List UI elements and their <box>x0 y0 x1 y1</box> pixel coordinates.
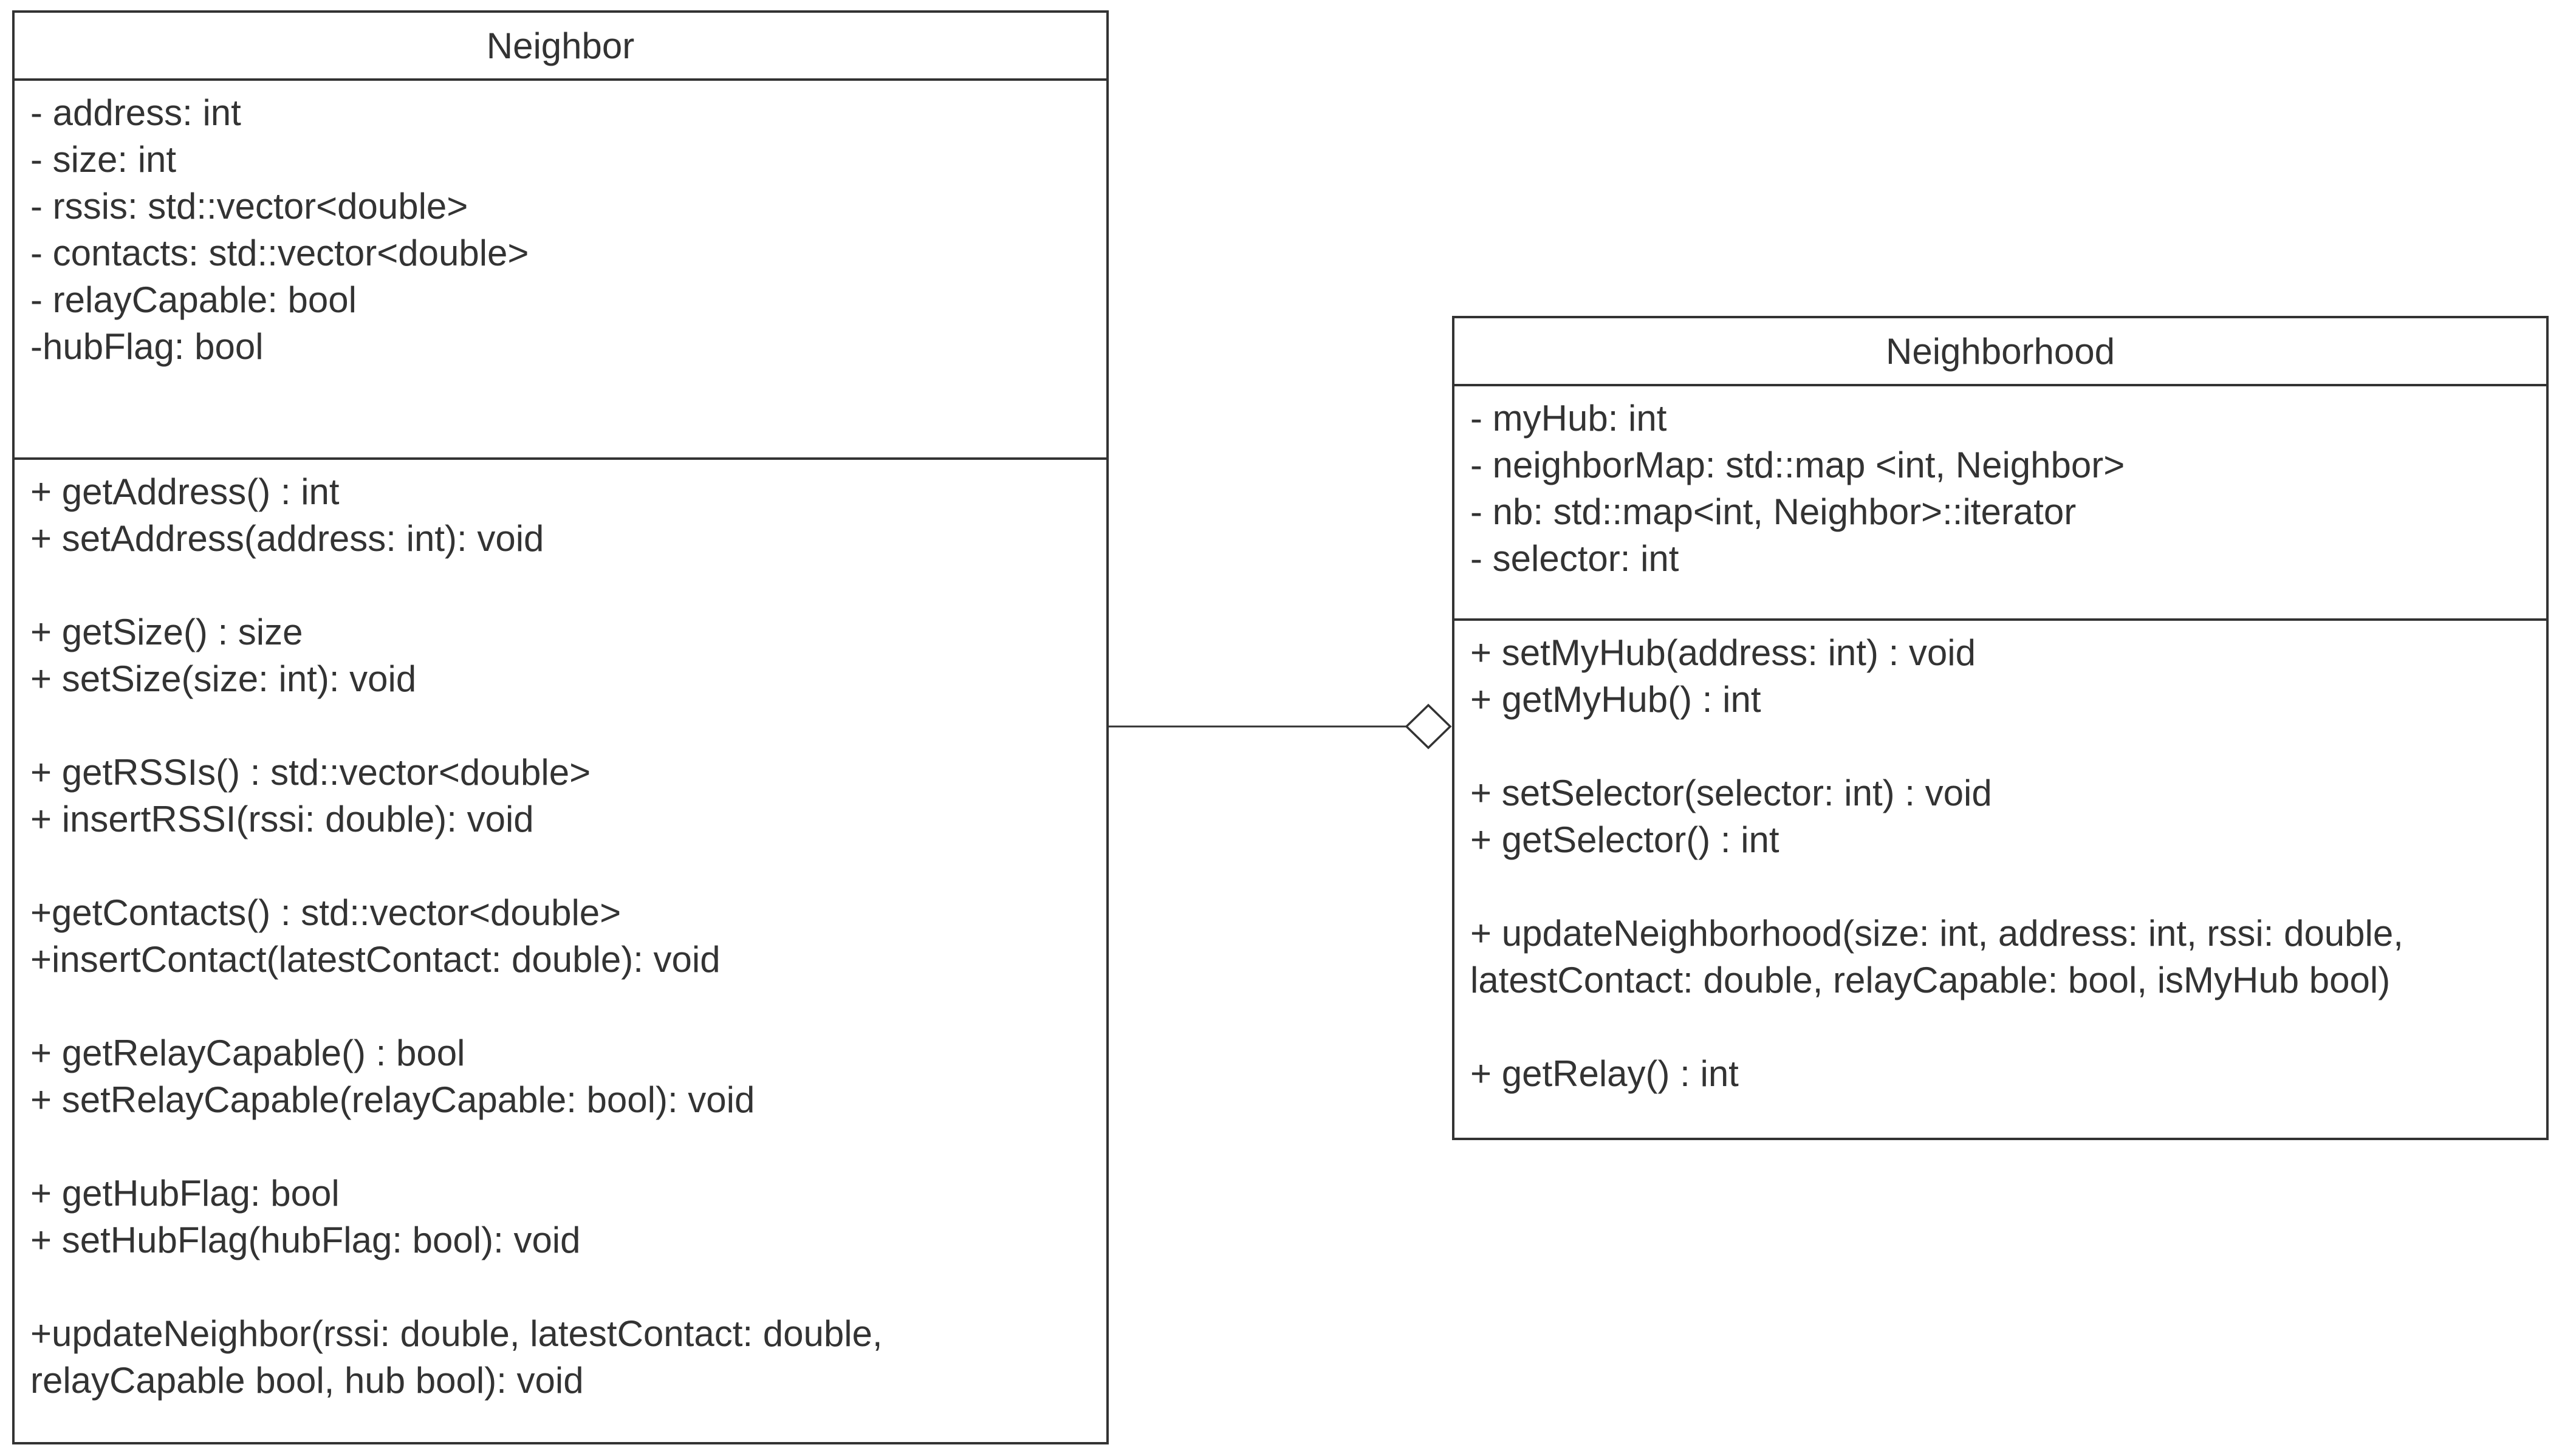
method-line: + setMyHub(address: int) : void <box>1470 632 1976 673</box>
method-line <box>30 983 1091 1030</box>
method-line: + setHubFlag(hubFlag: bool): void <box>30 1220 581 1260</box>
method-line: + setAddress(address: int): void <box>30 518 544 559</box>
method-line: + getSelector() : int <box>1470 819 1779 860</box>
method-line <box>1470 1003 2530 1050</box>
attribute-line: -hubFlag: bool <box>30 326 264 367</box>
class-box-neighbor[interactable]: Neighbor - address: int- size: int- rssi… <box>12 10 1109 1444</box>
attribute-line: - size: int <box>30 139 177 180</box>
method-line: + getAddress() : int <box>30 471 340 512</box>
attribute-line: - address: int <box>30 92 241 133</box>
method-line: + setSelector(selector: int) : void <box>1470 773 1992 813</box>
method-line: + updateNeighborhood(size: int, address:… <box>1470 913 2403 954</box>
methods-compartment: + setMyHub(address: int) : void + getMyHu… <box>1454 621 2546 1097</box>
attribute-line: - relayCapable: bool <box>30 279 357 320</box>
method-line <box>30 702 1091 749</box>
attributes-compartment: - address: int- size: int- rssis: std::v… <box>15 81 1106 460</box>
method-line <box>30 1123 1091 1170</box>
method-line <box>30 1263 1091 1310</box>
methods-compartment: + getAddress() : int + setAddress(address… <box>15 460 1106 1404</box>
method-line <box>1470 863 2530 910</box>
method-line: latestContact: double, relayCapable: boo… <box>1470 960 2391 1000</box>
method-line <box>1470 723 2530 770</box>
method-line: + getRSSIs() : std::vector<double> <box>30 752 591 793</box>
class-box-neighborhood[interactable]: Neighborhood - myHub: int- neighborMap: … <box>1452 316 2549 1140</box>
attribute-line: - rssis: std::vector<double> <box>30 186 468 227</box>
method-line: + getMyHub() : int <box>1470 679 1761 720</box>
method-line: +getContacts() : std::vector<double> <box>30 892 622 933</box>
method-line: + getRelay() : int <box>1470 1053 1739 1094</box>
method-line: + insertRSSI(rssi: double): void <box>30 799 534 839</box>
method-line <box>30 562 1091 609</box>
attribute-line: - selector: int <box>1470 538 1679 579</box>
method-line: + getRelayCapable() : bool <box>30 1033 465 1073</box>
attribute-line: - neighborMap: std::map <int, Neighbor> <box>1470 445 2125 485</box>
class-title: Neighbor <box>15 13 1106 81</box>
method-line: +insertContact(latestContact: double): v… <box>30 939 721 980</box>
method-line: relayCapable bool, hub bool): void <box>30 1360 584 1401</box>
attribute-line: - myHub: int <box>1470 398 1667 439</box>
method-line: +updateNeighbor(rssi: double, latestCont… <box>30 1313 883 1354</box>
attribute-line: - nb: std::map<int, Neighbor>::iterator <box>1470 491 2077 532</box>
attribute-line: - contacts: std::vector<double> <box>30 233 529 273</box>
attributes-compartment: - myHub: int- neighborMap: std::map <int… <box>1454 386 2546 621</box>
method-line: + getSize() : size <box>30 612 303 652</box>
method-line: + getHubFlag: bool <box>30 1173 340 1214</box>
class-title: Neighborhood <box>1454 318 2546 386</box>
method-line: + setSize(size: int): void <box>30 658 417 699</box>
method-line: + setRelayCapable(relayCapable: bool): v… <box>30 1079 755 1120</box>
method-line <box>30 842 1091 889</box>
aggregation-diamond-icon <box>1405 703 1452 750</box>
